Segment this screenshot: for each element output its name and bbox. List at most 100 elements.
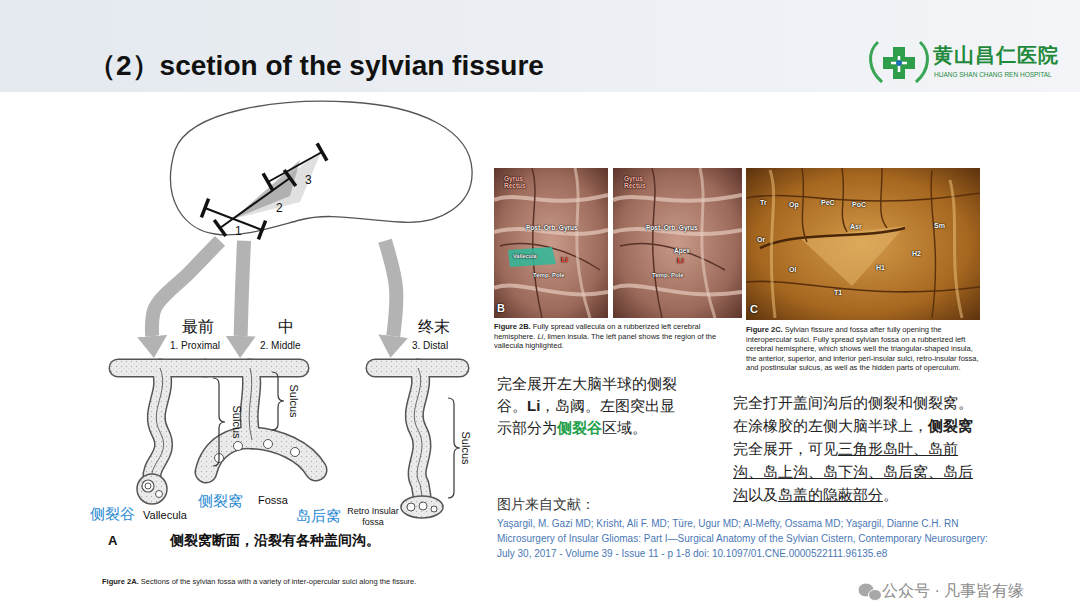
cross-symbol [883, 47, 915, 79]
illustration-part [508, 247, 556, 267]
photo-label: T1 [834, 289, 842, 297]
figure-number: Figure 2C. [746, 325, 783, 334]
paragraph: Figure 2C.Sylvian fissure and fossa afte… [746, 325, 982, 373]
note-term: Li [527, 397, 540, 414]
photo-c [746, 168, 980, 320]
hospital-logo [871, 42, 928, 82]
photo-panel: Gyrus RectusPost. Orb. GyrusValleculaLiT… [494, 168, 608, 318]
photo-label: Op [789, 201, 799, 209]
photo-label: Post. Orb. Gyrus [646, 224, 698, 231]
illustration-part [494, 286, 608, 295]
region-label-zh: 岛后窝 [296, 507, 341, 524]
photo-label: Gyrus Rectus [504, 175, 534, 189]
illustration-part [152, 368, 164, 478]
section-heading: 2. Middle [260, 340, 301, 352]
illustration-part [142, 480, 154, 492]
illustration-part [156, 491, 163, 498]
paragraph: 完全展开左大脑半球的侧裂谷。Li，岛阈。左图突出显示部分为侧裂谷区域。 [497, 373, 685, 439]
note-highlight: 侧裂窝 [928, 417, 973, 434]
illustration-part [575, 168, 590, 318]
laurel [871, 42, 882, 82]
photo-label: Asr [850, 223, 862, 231]
illustration-part [494, 168, 608, 318]
illustration-part [249, 368, 252, 440]
section-number: 1 [235, 225, 242, 239]
illustration-part [234, 442, 243, 451]
illustration-part [201, 199, 208, 218]
cross-symbol [896, 60, 902, 66]
note-text: 完全展开，可见 [733, 440, 838, 457]
illustration-part [613, 286, 742, 295]
wechat-icon [858, 583, 882, 601]
illustration-part [448, 398, 460, 498]
illustration-part [613, 168, 742, 318]
reference-text: Yaşargil, M. Gazi MD; Krisht, Ali F. MD;… [497, 516, 997, 561]
illustration-part [414, 368, 422, 496]
photo-b-left [494, 168, 608, 318]
panel-letter: B [497, 302, 505, 315]
illustration-part [152, 368, 164, 478]
photo-label: Temp. Pole [533, 272, 565, 279]
section-bars [201, 143, 327, 239]
region-label-zh: 侧裂谷 [90, 505, 135, 522]
section-diagram: 中2. MiddleSulcus侧裂窝Fossa [190, 358, 340, 513]
sulcus-label: Sulcus [231, 405, 244, 438]
section-heading: 1. Proximal [170, 340, 220, 352]
note-text: 以及 [748, 486, 778, 503]
illustration-part [746, 281, 980, 292]
photo-label: Li [677, 257, 684, 266]
section-number: 3 [305, 174, 312, 188]
illustration-part [770, 170, 775, 318]
photo-b-right [613, 168, 742, 318]
figure-letter: A [108, 534, 117, 549]
photo-label: Temp. Pole [652, 272, 684, 279]
photo-label: Gyrus Rectus [624, 175, 654, 189]
figure-number: Figure 2A. [102, 577, 139, 586]
illustration-part [613, 168, 742, 318]
illustration-part [407, 503, 415, 511]
illustration-part [263, 173, 273, 190]
illustration-part [869, 590, 882, 601]
photo-label: Li [561, 256, 568, 265]
note-text: 。 [883, 486, 898, 503]
illustration-part [760, 228, 905, 248]
note-highlight: 侧裂谷 [557, 419, 602, 436]
illustration-part [401, 496, 443, 518]
section-arrow [241, 241, 244, 336]
figure-caption-term: Li [537, 332, 543, 341]
region-label: Vallecula [143, 509, 187, 522]
photo-label: Post. Orb. Gyrus [526, 224, 578, 231]
section-line [268, 152, 322, 182]
hospital-name: 黄山昌仁医院 [933, 44, 1059, 67]
section-shapes [118, 368, 460, 518]
illustration-part [152, 368, 164, 478]
illustration-part [206, 438, 316, 472]
photo-label: Tr [760, 199, 767, 207]
section-heading-zh: 最前 [182, 318, 214, 336]
brain-figure [171, 101, 473, 239]
sulcus-bracket [213, 372, 460, 498]
illustration-part [620, 243, 725, 270]
illustration-part [802, 168, 807, 242]
region-label: Retro Insular fossa [346, 506, 400, 528]
cross-symbol [891, 56, 907, 72]
photo-label: Apex [674, 247, 690, 254]
illustration-part [414, 368, 422, 496]
illustration-part [431, 506, 437, 512]
paragraph: 完全打开盖间沟后的侧裂和侧裂窝。在涂橡胶的左侧大脑半球上，侧裂窝完全展开，可见三… [733, 392, 977, 507]
section-heading-zh: 终末 [418, 318, 450, 336]
section-line [220, 178, 290, 228]
illustration-part [700, 168, 715, 318]
photo-label: PeC [821, 199, 835, 207]
slide-title: （2）scetion of the sylvian fissure [88, 50, 544, 82]
illustration-part [264, 440, 273, 449]
photo-label: H2 [912, 250, 921, 258]
photo-label: Sm [934, 222, 945, 230]
figure-number: Figure 2B. [494, 322, 531, 331]
illustration-part [414, 368, 422, 496]
panel-letter: C [750, 303, 758, 316]
section-heading-zh: 中 [278, 318, 294, 336]
section-number: 2 [276, 202, 283, 216]
brain-outline [171, 101, 473, 235]
